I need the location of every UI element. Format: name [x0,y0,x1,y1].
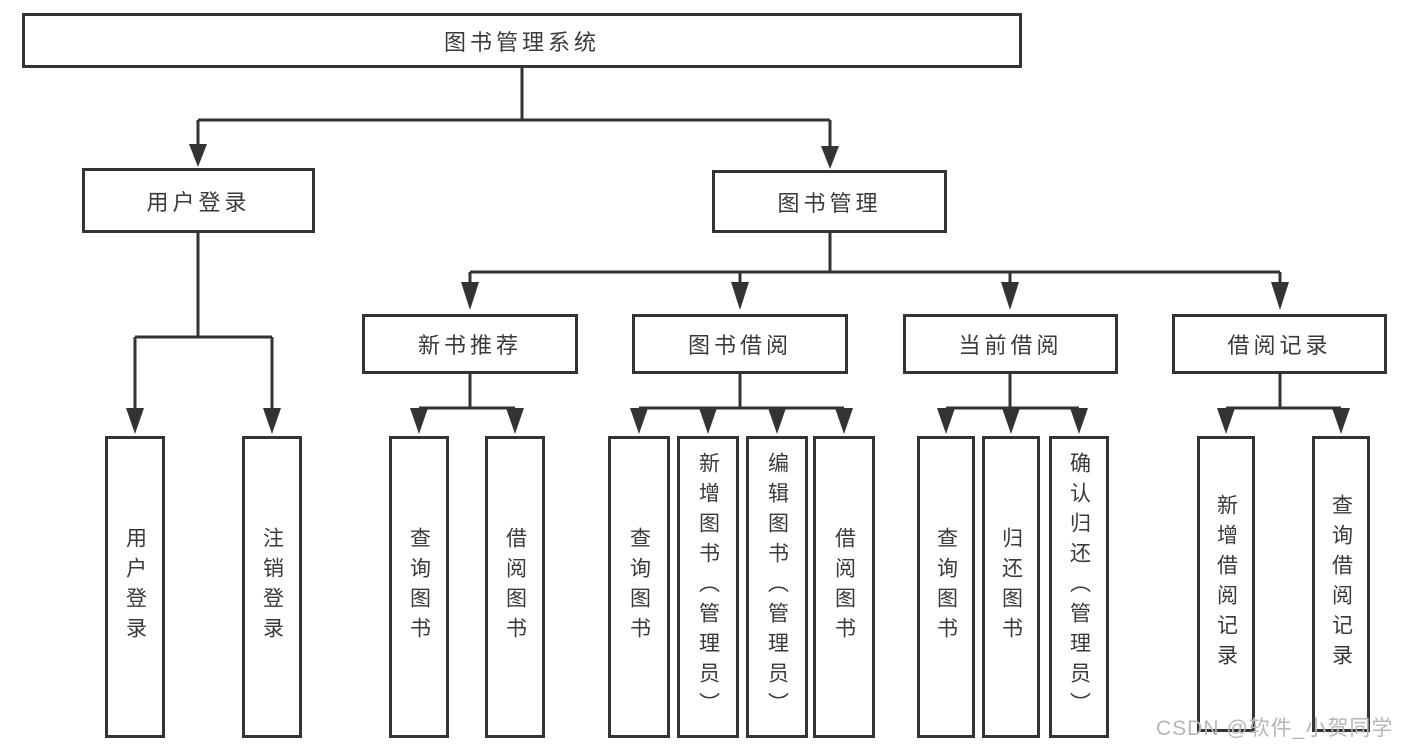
watermark: CSDN @软件_小贺同学 [1156,717,1394,740]
node-root: 图书管理系统 [22,13,1022,68]
leaf-query-books-1: 查询图书 [389,436,449,738]
leaf-user-login: 用户登录 [105,436,165,738]
leaf-query-borrow-record-label: 查询借阅记录 [1329,494,1353,674]
node-borrow-records: 借阅记录 [1172,314,1387,374]
leaf-logout: 注销登录 [242,436,302,738]
node-root-label: 图书管理系统 [443,29,600,55]
leaf-edit-book-admin-label: 编辑图书（管理员） [765,452,789,722]
leaf-borrow-books-1-label: 借阅图书 [503,527,527,647]
leaf-query-borrow-record: 查询借阅记录 [1312,436,1370,732]
leaf-add-book-admin: 新增图书（管理员） [677,436,739,738]
leaf-logout-label: 注销登录 [260,527,284,647]
node-book-borrow: 图书借阅 [632,314,848,374]
leaf-borrow-books-2-label: 借阅图书 [832,527,856,647]
leaf-query-books-3-label: 查询图书 [934,527,958,647]
leaf-borrow-books-1: 借阅图书 [485,436,545,738]
node-current-borrow-label: 当前借阅 [958,333,1063,358]
leaf-add-borrow-record-label: 新增借阅记录 [1214,494,1238,674]
node-book-management: 图书管理 [712,170,947,233]
node-user-login-label: 用户登录 [146,189,251,215]
leaf-user-login-label: 用户登录 [123,527,147,647]
leaf-confirm-return-admin: 确认归还（管理员） [1049,436,1109,738]
leaf-edit-book-admin: 编辑图书（管理员） [746,436,808,738]
leaf-return-book-label: 归还图书 [999,527,1023,647]
node-new-book-recommend-label: 新书推荐 [417,333,522,358]
leaf-confirm-return-admin-label: 确认归还（管理员） [1067,452,1091,722]
node-book-management-label: 图书管理 [777,190,882,216]
leaf-return-book: 归还图书 [982,436,1040,738]
leaf-query-books-2-label: 查询图书 [627,527,651,647]
leaf-query-books-1-label: 查询图书 [407,527,431,647]
leaf-query-books-2: 查询图书 [608,436,670,738]
node-book-borrow-label: 图书借阅 [687,333,792,358]
leaf-add-book-admin-label: 新增图书（管理员） [696,452,720,722]
node-borrow-records-label: 借阅记录 [1227,333,1332,358]
node-user-login: 用户登录 [82,168,315,233]
arrowhead-icons [126,144,1350,434]
node-current-borrow: 当前借阅 [903,314,1118,374]
leaf-query-books-3: 查询图书 [917,436,975,738]
leaf-borrow-books-2: 借阅图书 [813,436,875,738]
leaf-add-borrow-record: 新增借阅记录 [1197,436,1255,732]
node-new-book-recommend: 新书推荐 [362,314,578,374]
